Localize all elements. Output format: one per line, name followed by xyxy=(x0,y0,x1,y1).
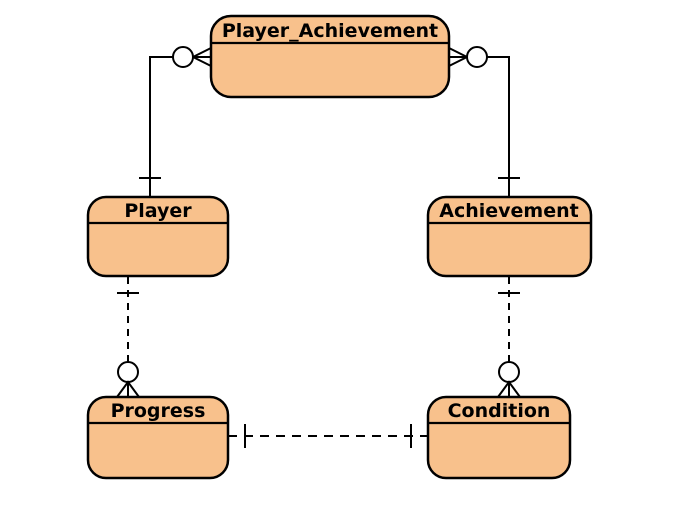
entity-box xyxy=(86,195,230,278)
entity-achievement[interactable]: Achievement xyxy=(426,195,593,278)
crows-foot-many-marker xyxy=(448,47,470,67)
optional-circle-marker xyxy=(466,46,488,68)
relationship-player-to-progress xyxy=(116,277,140,398)
entity-progress[interactable]: Progress xyxy=(86,395,230,480)
crows-foot-many-marker xyxy=(190,47,212,67)
relationship-line xyxy=(149,56,173,197)
optional-circle-marker xyxy=(498,361,520,383)
entity-name-label: Player_Achievement xyxy=(222,20,438,42)
entity-box xyxy=(426,395,572,480)
entity-name-label: Condition xyxy=(448,400,551,422)
entity-player-achievement[interactable]: Player_Achievement xyxy=(209,14,451,99)
entity-box xyxy=(209,14,451,99)
entity-condition[interactable]: Condition xyxy=(426,395,572,480)
crows-foot-many-marker xyxy=(116,380,140,398)
relationship-achievement-to-condition xyxy=(497,277,521,398)
relationship-line xyxy=(487,56,510,197)
crows-foot-many-marker xyxy=(497,380,521,398)
optional-circle-marker xyxy=(117,361,139,383)
entity-player[interactable]: Player xyxy=(86,195,230,278)
entity-name-label: Progress xyxy=(111,400,206,422)
optional-circle-marker xyxy=(172,46,194,68)
entity-box xyxy=(86,395,230,480)
relationship-player-to-player-achievement xyxy=(139,46,212,197)
entity-box xyxy=(426,195,593,278)
entity-name-label: Player xyxy=(124,200,192,222)
relationship-achievement-to-player-achievement xyxy=(448,46,520,197)
relationship-progress-to-condition xyxy=(228,424,428,448)
entity-name-label: Achievement xyxy=(439,200,578,222)
